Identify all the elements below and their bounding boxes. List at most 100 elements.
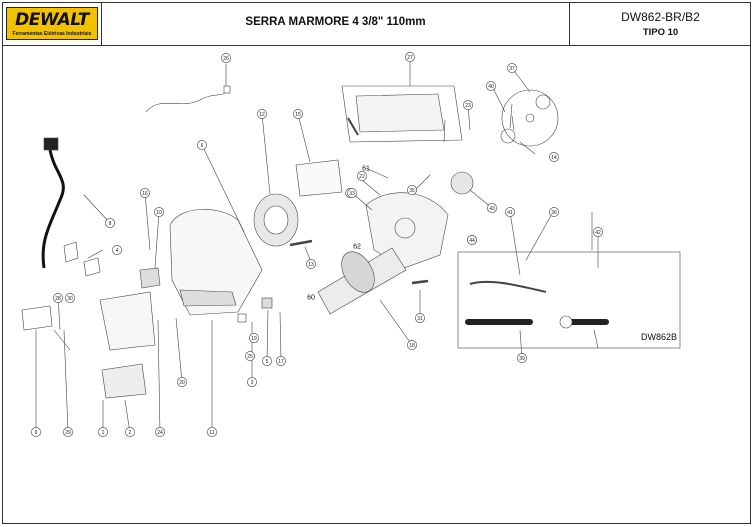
callout-circle [507,63,517,73]
callout-circle [262,356,272,366]
callout-circle [245,351,255,361]
callout-31: 31 [415,313,425,323]
callout-number: 22 [359,174,365,180]
callout-circle [155,427,165,437]
callout-circle [276,356,286,366]
callout-number: 1 [102,430,105,436]
callout-number: 30 [67,296,73,302]
callout-number: 14 [551,155,557,161]
callout-12: 12 [257,109,267,119]
callout-circle [549,152,559,162]
callout-44: 44 [467,235,477,245]
callout-number: 62 [353,244,361,251]
callout-circle [207,427,217,437]
cord-protector-part [63,241,79,263]
callout-circle [221,53,231,63]
callout-11: 11 [207,427,217,437]
callout-number: 15 [295,112,301,118]
callout-15: 15 [293,109,303,119]
callout-circle [407,185,417,195]
callout-number: 2 [129,430,132,436]
callout-number: 13 [308,262,314,268]
callout-39: 39 [517,353,527,363]
callout-10: 10 [154,207,164,217]
model-number: DW862-BR/B2 [621,10,700,24]
callout-28: 28 [53,293,63,303]
callout-circle [257,109,267,119]
callout-number: 8 [109,221,112,227]
guard-kit-outline [341,85,463,143]
diamond-blade-part [501,89,559,147]
callout-circle [112,245,122,255]
handle-housing-part [99,291,156,351]
housing-vent [179,289,237,307]
cord-clamp-part [83,257,101,277]
callout-circle [593,227,603,237]
callout-9: 9 [31,427,41,437]
callout-number: 36 [551,210,557,216]
callout-number: 11 [209,430,214,436]
end-cap-part [101,363,147,399]
callout-circle [197,140,207,150]
spanner-ring [559,315,573,329]
callout-25: 25 [245,351,255,361]
clamp-part [21,305,53,331]
callout-number: 4 [116,248,119,254]
callout-layer: 1234568910111213141516171819202122232425… [31,52,603,437]
callout-number: 43 [489,206,495,212]
callout-circle [486,81,496,91]
callout-number: 23 [465,103,471,109]
gear-case-part [365,192,449,269]
callout-number: 17 [278,359,284,365]
callout-number: 31 [417,316,423,322]
guard-lever-part [347,117,359,136]
rip-fence-part [469,280,547,293]
power-cord-part [41,149,65,269]
callout-number: 19 [251,336,257,342]
callout-circle [249,333,259,343]
callout-circle [140,188,150,198]
callout-circle [357,171,367,181]
callout-4: 4 [112,245,122,255]
logo-cell: DEWALT Ferramentas Elétricas Industriais [2,2,102,45]
callout-circle [65,293,75,303]
callout-16: 16 [140,188,150,198]
title-block: DEWALT Ferramentas Elétricas Industriais… [2,2,751,46]
callout-circle [487,203,497,213]
callout-number: 29 [65,430,71,436]
callout-42: 42 [593,227,603,237]
callout-number: 5 [266,359,269,365]
callout-23: 23 [463,100,473,110]
callout-36: 36 [549,207,559,217]
field-core [263,205,289,235]
callout-number: 10 [156,210,162,216]
callout-number: 6 [201,143,204,149]
callout-number: 24 [157,430,163,436]
brush-holder-part [261,297,273,309]
callout-41: 41 [505,207,515,217]
callout-62: 62 [353,244,361,251]
callout-number: 20 [179,380,185,386]
callout-60: 60 [307,295,315,302]
callout-circle [63,427,73,437]
callout-number: 42 [595,230,601,236]
callout-number: 26 [223,56,229,62]
callout-number: 12 [259,112,265,118]
wire-terminal [223,85,231,94]
callout-circle [347,188,357,198]
callout-circle [177,377,187,387]
callout-2: 2 [125,427,135,437]
callout-circle [407,340,417,350]
callout-circle [463,100,473,110]
callout-17: 17 [276,356,286,366]
callout-43: 43 [487,203,497,213]
inner-flange-part [500,128,516,144]
logo-wordmark: DEWALT [15,10,89,30]
bearing-part [450,171,474,195]
switch-part [139,267,161,289]
callout-24: 24 [155,427,165,437]
callout-29: 29 [63,427,73,437]
callout-number: 39 [519,356,525,362]
